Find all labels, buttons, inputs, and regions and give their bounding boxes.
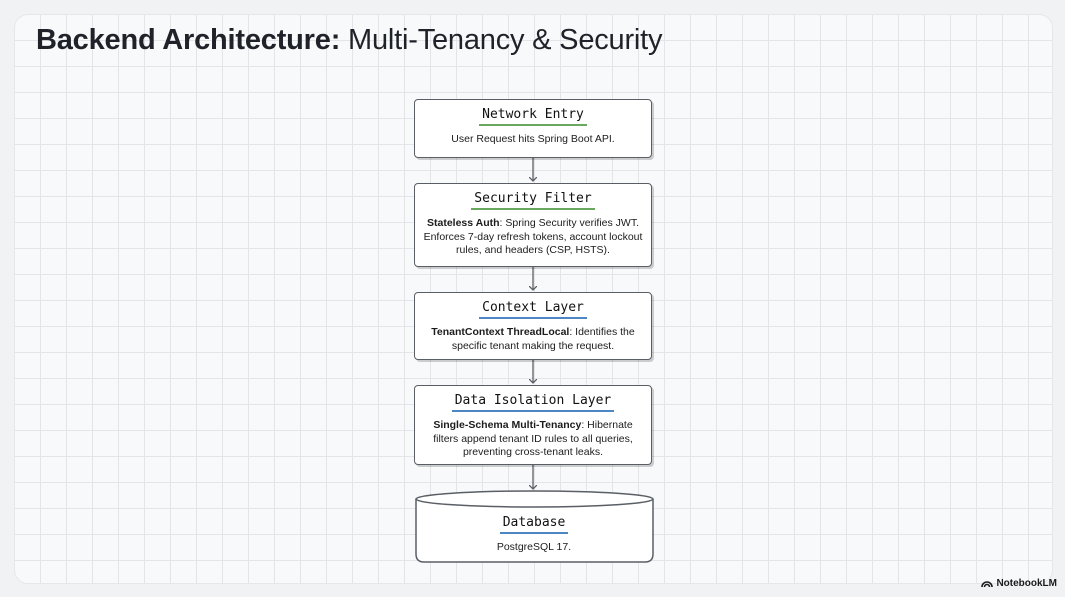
node-desc: User Request hits Spring Boot API.	[451, 133, 615, 145]
node-title: Security Filter	[471, 191, 595, 210]
node-title: Network Entry	[479, 107, 587, 126]
node-database: Database	[414, 513, 654, 534]
node-title: Database	[499, 515, 569, 534]
notebooklm-logo-icon	[981, 581, 994, 588]
node-data-isolation-layer: Data Isolation Layer Single-Schema Multi…	[414, 385, 652, 465]
node-network-entry: Network Entry User Request hits Spring B…	[414, 99, 652, 158]
node-desc: PostgreSQL 17.	[496, 541, 572, 553]
title-bold: Backend Architecture:	[36, 24, 341, 56]
brand-watermark: NotebookLM	[981, 578, 1057, 589]
node-security-filter: Security Filter Stateless Auth: Spring S…	[414, 183, 652, 267]
page-title: Backend Architecture: Multi-Tenancy & Se…	[36, 24, 663, 57]
node-desc: Single-Schema Multi-Tenancy: Hibernate f…	[433, 419, 633, 459]
node-desc: Stateless Auth: Spring Security verifies…	[423, 217, 643, 257]
node-desc: TenantContext ThreadLocal: Identifies th…	[431, 326, 635, 352]
node-context-layer: Context Layer TenantContext ThreadLocal:…	[414, 292, 652, 360]
title-light: Multi-Tenancy & Security	[348, 24, 663, 56]
node-title: Data Isolation Layer	[451, 393, 615, 412]
brand-label: NotebookLM	[996, 578, 1057, 589]
node-title: Context Layer	[479, 300, 587, 319]
